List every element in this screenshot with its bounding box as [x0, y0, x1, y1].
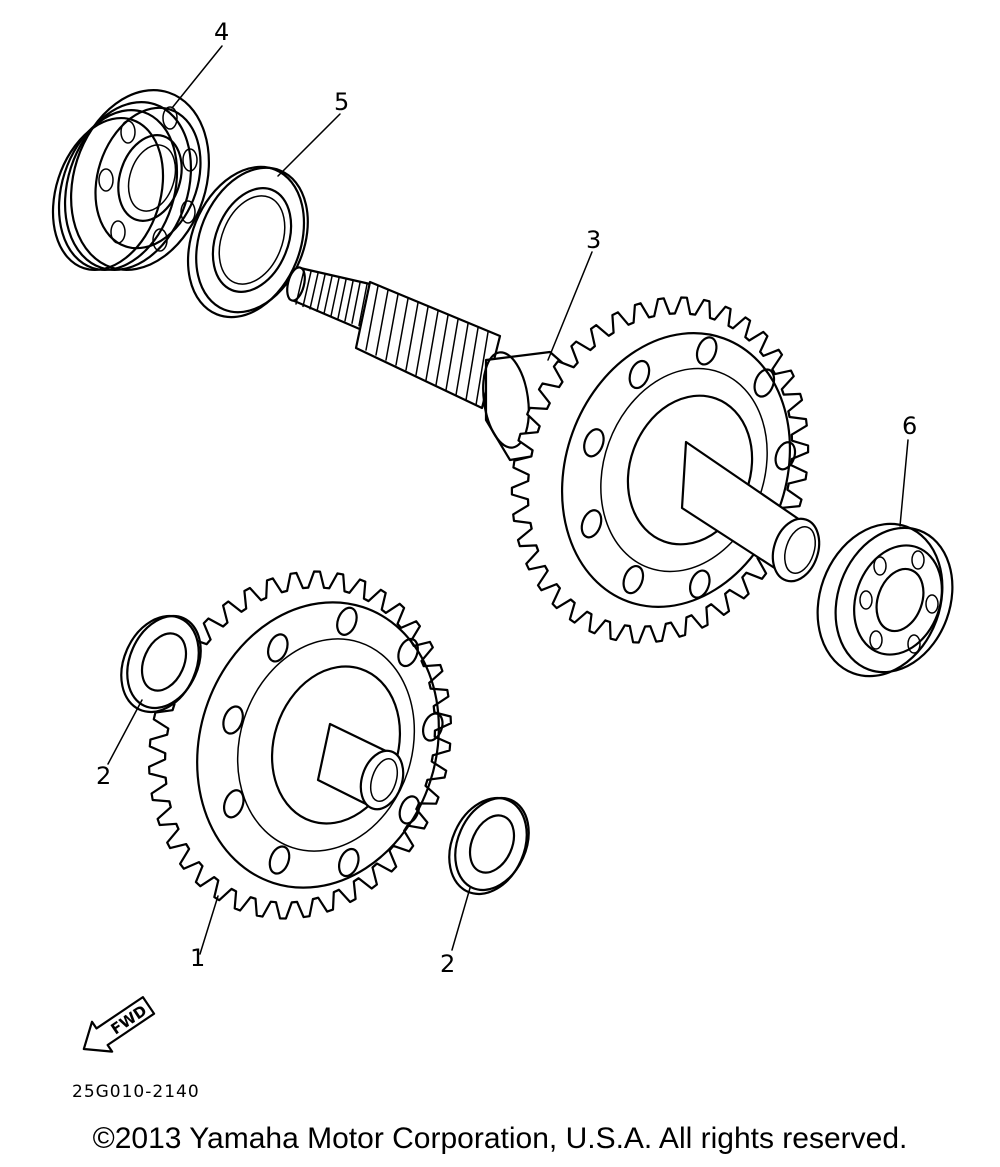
thread-line — [316, 274, 326, 312]
thread-line — [302, 270, 312, 308]
gear-teeth — [148, 570, 452, 920]
spline-line — [465, 327, 479, 401]
oil-seal-part-5 — [186, 165, 309, 319]
spline-line — [455, 323, 469, 396]
bearing-part-6 — [816, 522, 954, 678]
lightening-hole — [397, 637, 419, 668]
spline-line — [375, 289, 389, 356]
spline-line — [445, 318, 459, 391]
spline-line — [365, 285, 379, 351]
lightening-hole — [266, 633, 289, 663]
thread-line — [309, 272, 319, 310]
thread-line — [337, 278, 347, 320]
lightening-hole — [336, 606, 358, 636]
callout-2b: 2 — [440, 950, 455, 978]
fwd-arrow-icon: FWD — [82, 996, 156, 1053]
thread-line — [351, 282, 361, 324]
spline-line — [475, 331, 489, 406]
lightening-hole — [222, 789, 245, 819]
spline-line — [405, 302, 419, 371]
spline-line — [415, 306, 429, 376]
thread-line — [295, 269, 305, 305]
callout-4: 4 — [214, 18, 229, 46]
lightening-hole — [628, 359, 651, 390]
spline-line — [425, 310, 439, 381]
lightening-hole — [337, 847, 360, 878]
lightening-hole — [622, 564, 645, 595]
gear-part-1 — [148, 570, 452, 920]
gear-teeth — [510, 296, 810, 644]
callout-2a: 2 — [96, 762, 111, 790]
figure-code: 25G010-2140 — [72, 1082, 200, 1102]
spline-line — [395, 297, 409, 366]
lightening-hole — [268, 845, 291, 875]
washer-part-2a — [120, 614, 202, 714]
lightening-hole — [222, 705, 244, 735]
lightening-hole — [695, 336, 718, 366]
lightening-hole — [398, 795, 421, 825]
lightening-hole — [774, 441, 797, 471]
thread-line — [344, 280, 354, 322]
lightening-hole — [688, 569, 711, 599]
lightening-hole — [421, 712, 444, 742]
thread-line — [330, 277, 340, 317]
spline-line — [435, 314, 449, 386]
callout-6: 6 — [902, 412, 917, 440]
spline-line — [385, 293, 399, 361]
leader-lines — [107, 45, 909, 955]
lightening-hole — [580, 509, 603, 539]
lightening-hole — [753, 368, 776, 398]
bearing-part-4 — [51, 89, 211, 272]
exploded-parts-diagram: 4 5 3 6 2 2 1 FWD — [51, 18, 954, 1053]
callout-3: 3 — [586, 226, 601, 254]
lightening-hole — [583, 428, 605, 458]
thread-line — [358, 283, 368, 327]
callout-1: 1 — [190, 944, 205, 972]
thread-line — [323, 275, 333, 315]
shaft-gear-part-3 — [286, 266, 821, 644]
copyright-notice: ©2013 Yamaha Motor Corporation, U.S.A. A… — [92, 1122, 908, 1155]
washer-part-2b — [448, 796, 530, 896]
callout-5: 5 — [334, 88, 349, 116]
